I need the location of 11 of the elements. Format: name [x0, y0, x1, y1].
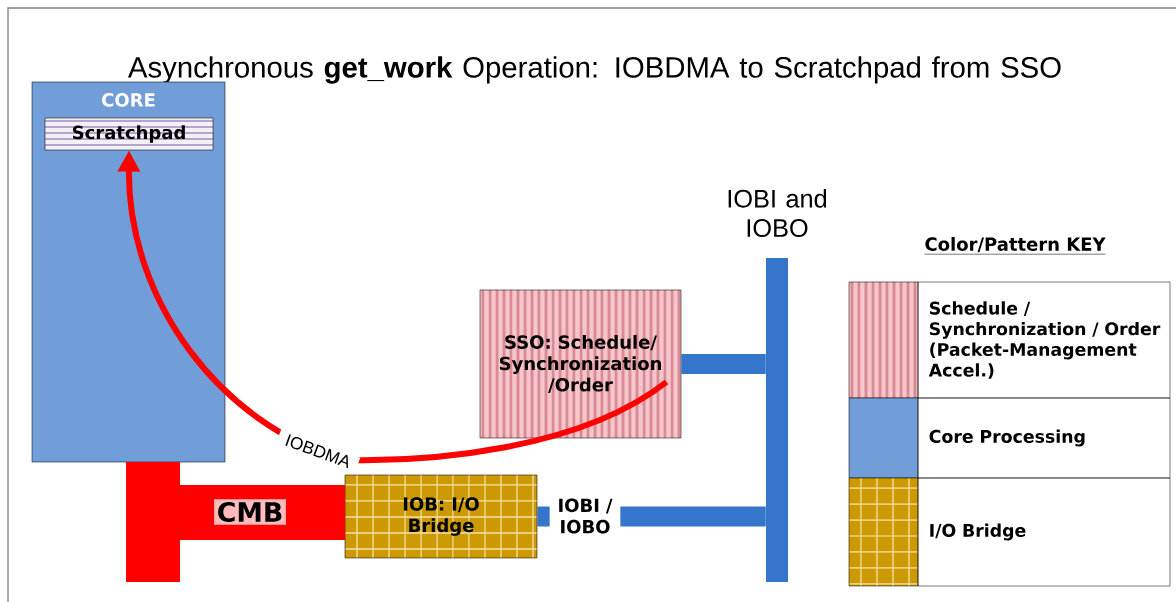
- title: Asynchronous get_work Operation: IOBDMA to Scratchpad from SSO: [128, 56, 1061, 84]
- node-label: IOBI and IOBO: [728, 189, 827, 238]
- legend-entry: I/O Bridge: [917, 477, 1171, 587]
- sso-box: SSO: Schedule/ Synchronization /Order: [479, 289, 682, 439]
- edge-label: IOBI / IOBO: [559, 498, 613, 534]
- legend-title: Color/Pattern KEY: [924, 237, 1106, 255]
- legend-entry: Core Processing: [917, 397, 1171, 479]
- io-bus-bar: IOBI and IOBO: [728, 189, 827, 582]
- legend-entry: Schedule / Synchronization / Order (Packet-Management Accel.): [917, 281, 1171, 399]
- scratchpad-box: Scratchpad: [44, 117, 214, 151]
- bus-line: [681, 354, 766, 374]
